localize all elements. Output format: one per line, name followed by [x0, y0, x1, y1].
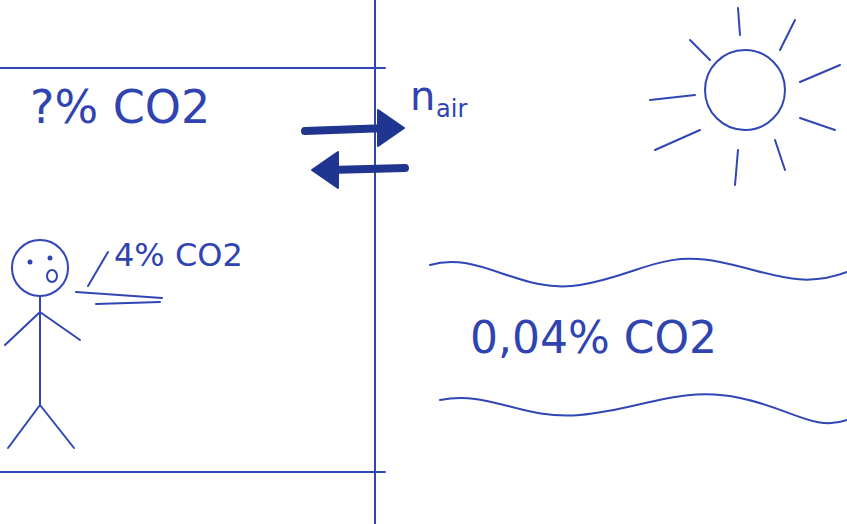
air-flow-symbol: n — [410, 74, 435, 118]
outdoor-co2-label: 0,04% CO2 — [470, 314, 717, 362]
stick-figure — [5, 240, 80, 448]
room-wall — [0, 67, 385, 69]
air-flow-subscript: air — [436, 96, 467, 122]
room-wall — [0, 471, 385, 473]
sun — [650, 8, 840, 185]
exchange-arrows — [305, 110, 405, 188]
outdoor-air — [430, 259, 847, 423]
exhaled-co2-label: 4% CO2 — [114, 238, 243, 273]
room-co2-label: ?% CO2 — [30, 82, 210, 133]
room-wall — [374, 0, 376, 524]
